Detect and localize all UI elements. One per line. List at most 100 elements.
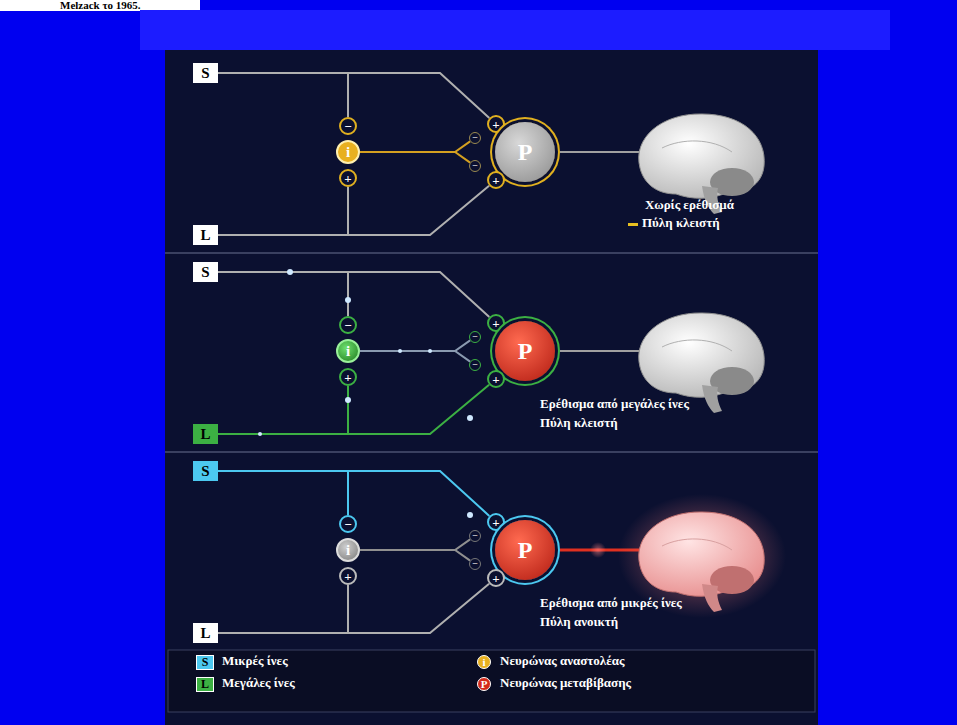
fiber-connector	[218, 386, 348, 434]
legend-text: Μικρές ίνες	[222, 654, 288, 669]
synapse-sign: +	[487, 370, 505, 388]
synapse-sign: +	[339, 368, 357, 386]
transmission-neuron: P	[495, 520, 555, 580]
node-label: +	[492, 516, 499, 529]
separator	[165, 451, 818, 453]
fiber-connector	[218, 73, 489, 118]
fiber-connector	[360, 152, 470, 163]
fiber-connector	[360, 550, 470, 561]
node-label: −	[472, 161, 478, 171]
node-label: +	[492, 174, 499, 187]
page-strip	[0, 0, 200, 11]
synapse-sign: −	[469, 160, 481, 172]
inhibitor-neuron: i	[336, 538, 360, 562]
fiber-box: S	[193, 461, 218, 481]
gate-dash	[628, 223, 638, 226]
node-label: +	[492, 118, 499, 131]
fiber-connector	[218, 187, 348, 235]
fiber-connector	[218, 272, 489, 317]
fiber-connector	[360, 351, 470, 362]
node-label: −	[472, 133, 478, 143]
state-caption: Ερέθισμα από μικρές ίνες	[540, 596, 682, 611]
transmission-neuron: P	[495, 122, 555, 182]
node-label: i	[346, 145, 350, 160]
node-label: +	[492, 373, 499, 386]
title-band	[140, 10, 890, 50]
node-label: −	[344, 120, 351, 133]
node-label: −	[344, 518, 351, 531]
transmission-neuron: P	[495, 321, 555, 381]
brain-figure	[639, 114, 765, 214]
node-label: −	[472, 531, 478, 541]
fiber-connector	[218, 471, 489, 516]
fiber-connector	[218, 272, 348, 316]
fiber-box: S	[193, 262, 218, 282]
node-label: +	[344, 570, 351, 583]
synapse-sign: −	[339, 515, 357, 533]
fiber-connector	[218, 73, 348, 117]
legend-letter: L	[196, 677, 214, 692]
gate-caption: Πύλη κλειστή	[642, 216, 720, 231]
node-label: i	[346, 344, 350, 359]
axon-line	[560, 151, 640, 153]
inhibitor-neuron: i	[336, 140, 360, 164]
node-label: +	[344, 371, 351, 384]
legend-text: Νευρώνας αναστολέας	[500, 654, 625, 669]
node-label: −	[472, 360, 478, 370]
synapse-sign: +	[339, 567, 357, 585]
separator	[165, 252, 818, 254]
synapse-sign: −	[469, 359, 481, 371]
synapse-sign: −	[469, 558, 481, 570]
node-label: S	[201, 66, 209, 81]
node-label: +	[344, 172, 351, 185]
node-label: −	[472, 559, 478, 569]
legend-text: Μεγάλες ίνες	[222, 676, 295, 691]
node-label: −	[472, 332, 478, 342]
state-caption: Ερέθισμα από μεγάλες ίνες	[540, 397, 689, 412]
panel	[165, 50, 818, 725]
inhibitor-neuron: i	[336, 339, 360, 363]
synapse-sign: −	[469, 331, 481, 343]
axon-line	[560, 350, 640, 352]
node-label: P	[518, 140, 533, 164]
node-label: L	[200, 228, 210, 243]
fiber-connector	[360, 340, 470, 351]
fiber-connector	[218, 385, 489, 434]
legend-letter: i	[477, 655, 491, 669]
fiber-connector	[360, 141, 470, 152]
gate-caption: Πύλη ανοικτή	[540, 615, 618, 630]
legend-box	[168, 650, 815, 712]
state-caption: Χωρίς ερέθισμά	[645, 198, 734, 213]
fiber-box: L	[193, 424, 218, 444]
node-label: L	[200, 626, 210, 641]
node-label: L	[200, 427, 210, 442]
fiber-connector	[218, 471, 348, 515]
fiber-box: S	[193, 63, 218, 83]
legend-letter: P	[477, 677, 491, 691]
synapse-sign: −	[339, 117, 357, 135]
node-label: +	[492, 572, 499, 585]
synapse-sign: −	[469, 530, 481, 542]
legend-letter: S	[196, 655, 214, 670]
synapse-sign: −	[469, 132, 481, 144]
node-label: S	[201, 464, 209, 479]
legend-text: Νευρώνας μεταβίβασης	[500, 676, 631, 691]
signal-spark	[590, 542, 606, 558]
fiber-connector	[218, 585, 348, 633]
fiber-connector	[360, 539, 470, 550]
synapse-sign: +	[339, 169, 357, 187]
gate-caption: Πύλη κλειστή	[540, 416, 618, 431]
synapse-sign: +	[487, 171, 505, 189]
node-label: S	[201, 265, 209, 280]
node-label: +	[492, 317, 499, 330]
synapse-sign: −	[339, 316, 357, 334]
fiber-connector	[218, 584, 489, 633]
node-label: i	[346, 543, 350, 558]
node-label: −	[344, 319, 351, 332]
fiber-box: L	[193, 225, 218, 245]
node-label: P	[518, 339, 533, 363]
source-note: Melzack το 1965.	[60, 0, 141, 12]
synapse-sign: +	[487, 569, 505, 587]
fiber-connector	[218, 186, 489, 235]
